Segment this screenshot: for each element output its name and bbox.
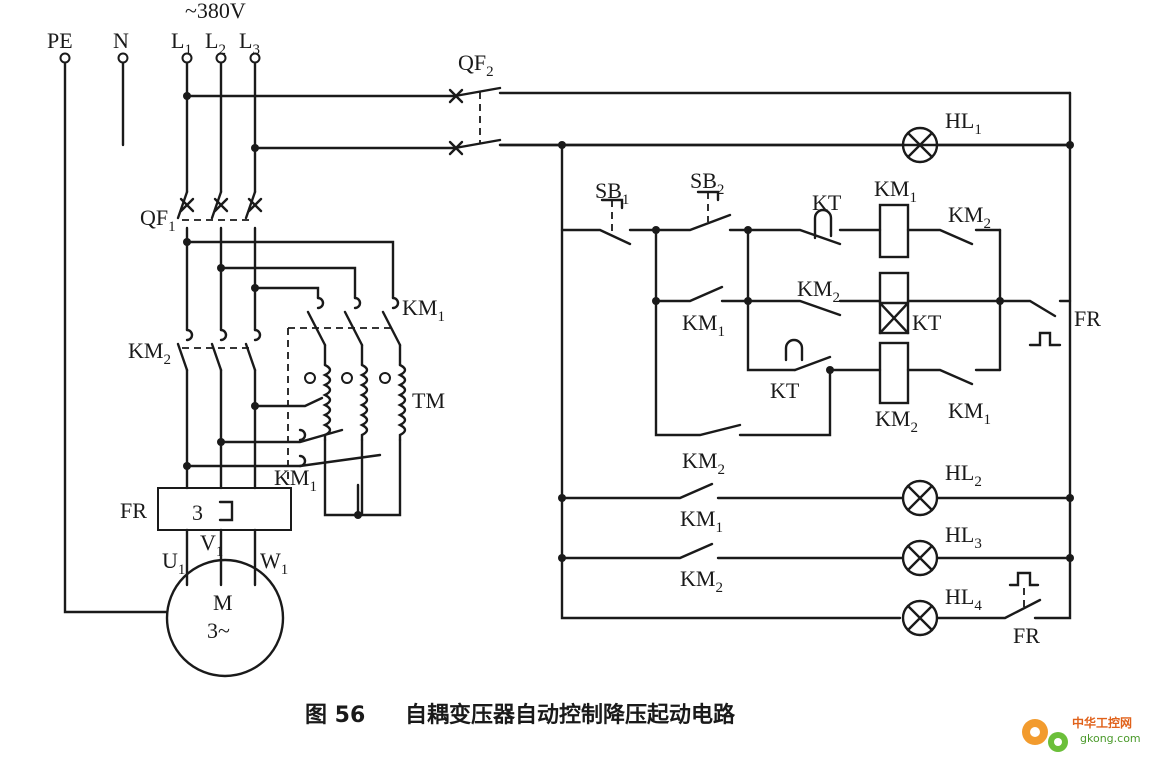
km1-hl2-contact: [560, 482, 905, 500]
km2-nc-label: KM2: [948, 202, 991, 232]
km1-top-label: KM1: [402, 295, 445, 325]
km2-rung2-label: KM2: [797, 276, 840, 306]
km2-main-contacts: [176, 328, 262, 490]
terminal-n: [117, 52, 129, 64]
km1-coil-label: KM1: [874, 176, 917, 206]
terminal-pe: [59, 52, 71, 64]
km2-main-label: KM2: [128, 338, 171, 368]
km2-hold-label: KM2: [682, 448, 725, 478]
terminal-labels: PE N L1 L2 L3: [47, 28, 260, 58]
feed-l3: [253, 286, 320, 300]
sb1-contact: [560, 228, 632, 246]
sb1-label: SB1: [595, 178, 629, 208]
fr-control-label: FR: [1074, 306, 1101, 331]
hl3-label: HL3: [945, 522, 982, 552]
terminal-n-label: N: [113, 28, 129, 53]
kt-bottom-label: KT: [770, 378, 800, 403]
km1-hl2-label: KM1: [680, 506, 723, 536]
km2-coil: [878, 341, 910, 405]
motor-symbol: [165, 558, 285, 678]
terminal-pe-label: PE: [47, 28, 73, 53]
hl1-lamp: [498, 126, 1072, 164]
motor-w1-label: W1: [260, 548, 288, 578]
figure-title: 自耦变压器自动控制降压起动电路: [405, 702, 736, 728]
hl1-label: HL1: [945, 108, 982, 138]
tm-autotransformer: [304, 343, 407, 519]
feed-l1: [185, 240, 395, 300]
km1-hold-label: KM1: [682, 310, 725, 340]
km1-main-contacts: [287, 296, 402, 480]
sb2-contact: [628, 213, 732, 232]
terminal-l3-label: L3: [239, 28, 260, 58]
control-left-bus: [560, 143, 902, 620]
hl2-label: HL2: [945, 460, 982, 490]
pe-wire: [63, 61, 168, 614]
sb2-label: SB2: [690, 168, 724, 198]
figure-number: 图 56: [305, 703, 365, 728]
km2-nc-contact: [906, 228, 1002, 246]
km2-nc-rung2: [746, 299, 882, 317]
kt-no-contact: [793, 355, 882, 372]
km1-nc-contact: [906, 368, 1002, 386]
fr-block-value: 3: [192, 500, 203, 525]
tap-l3: [253, 396, 324, 408]
supply-voltage-label: ~380V: [185, 0, 246, 23]
watermark-logo: 中华工控网 gkong.com: [1022, 715, 1141, 752]
watermark-line2: gkong.com: [1080, 732, 1141, 745]
hl4-label: HL4: [945, 584, 982, 614]
km2-coil-label: KM2: [875, 406, 918, 436]
km1-lower-label: KM1: [274, 465, 317, 495]
terminal-l2-label: L2: [205, 28, 226, 58]
fr-nc-contact: [998, 299, 1072, 318]
qf1-label: QF1: [140, 205, 176, 235]
km2-hl3-label: KM2: [680, 566, 723, 596]
km2-hl3-contact: [560, 542, 905, 560]
km1-lower-contacts: [298, 428, 307, 468]
fr-hl4-label: FR: [1013, 623, 1040, 648]
motor-name: M: [213, 590, 233, 615]
watermark-line1: 中华工控网: [1072, 715, 1132, 730]
motor-leads: [185, 528, 257, 587]
tm-label: TM: [412, 388, 445, 413]
kt-top-label: KT: [812, 190, 842, 215]
motor-phase: 3~: [207, 618, 230, 643]
kt-coil-label: KT: [912, 310, 942, 335]
qf2-label: QF2: [458, 50, 494, 80]
fr-power-label: FR: [120, 498, 147, 523]
motor-u1-label: U1: [162, 548, 185, 578]
terminal-l1-label: L1: [171, 28, 192, 58]
supply-terminals: [59, 52, 261, 64]
qf1-breaker: [176, 190, 263, 332]
tap-l2: [219, 428, 344, 444]
kt-nc-contact: [728, 228, 882, 246]
motor-v1-label: V1: [200, 530, 223, 560]
fr-thermal-block: [157, 487, 292, 531]
km1-hold-contact: [654, 285, 750, 303]
control-right-bus: [1033, 91, 1072, 620]
feed-l2: [219, 266, 357, 300]
km1-coil: [878, 203, 910, 259]
fr-no-contact: [935, 598, 1042, 620]
km1-nc-label: KM1: [948, 398, 991, 428]
